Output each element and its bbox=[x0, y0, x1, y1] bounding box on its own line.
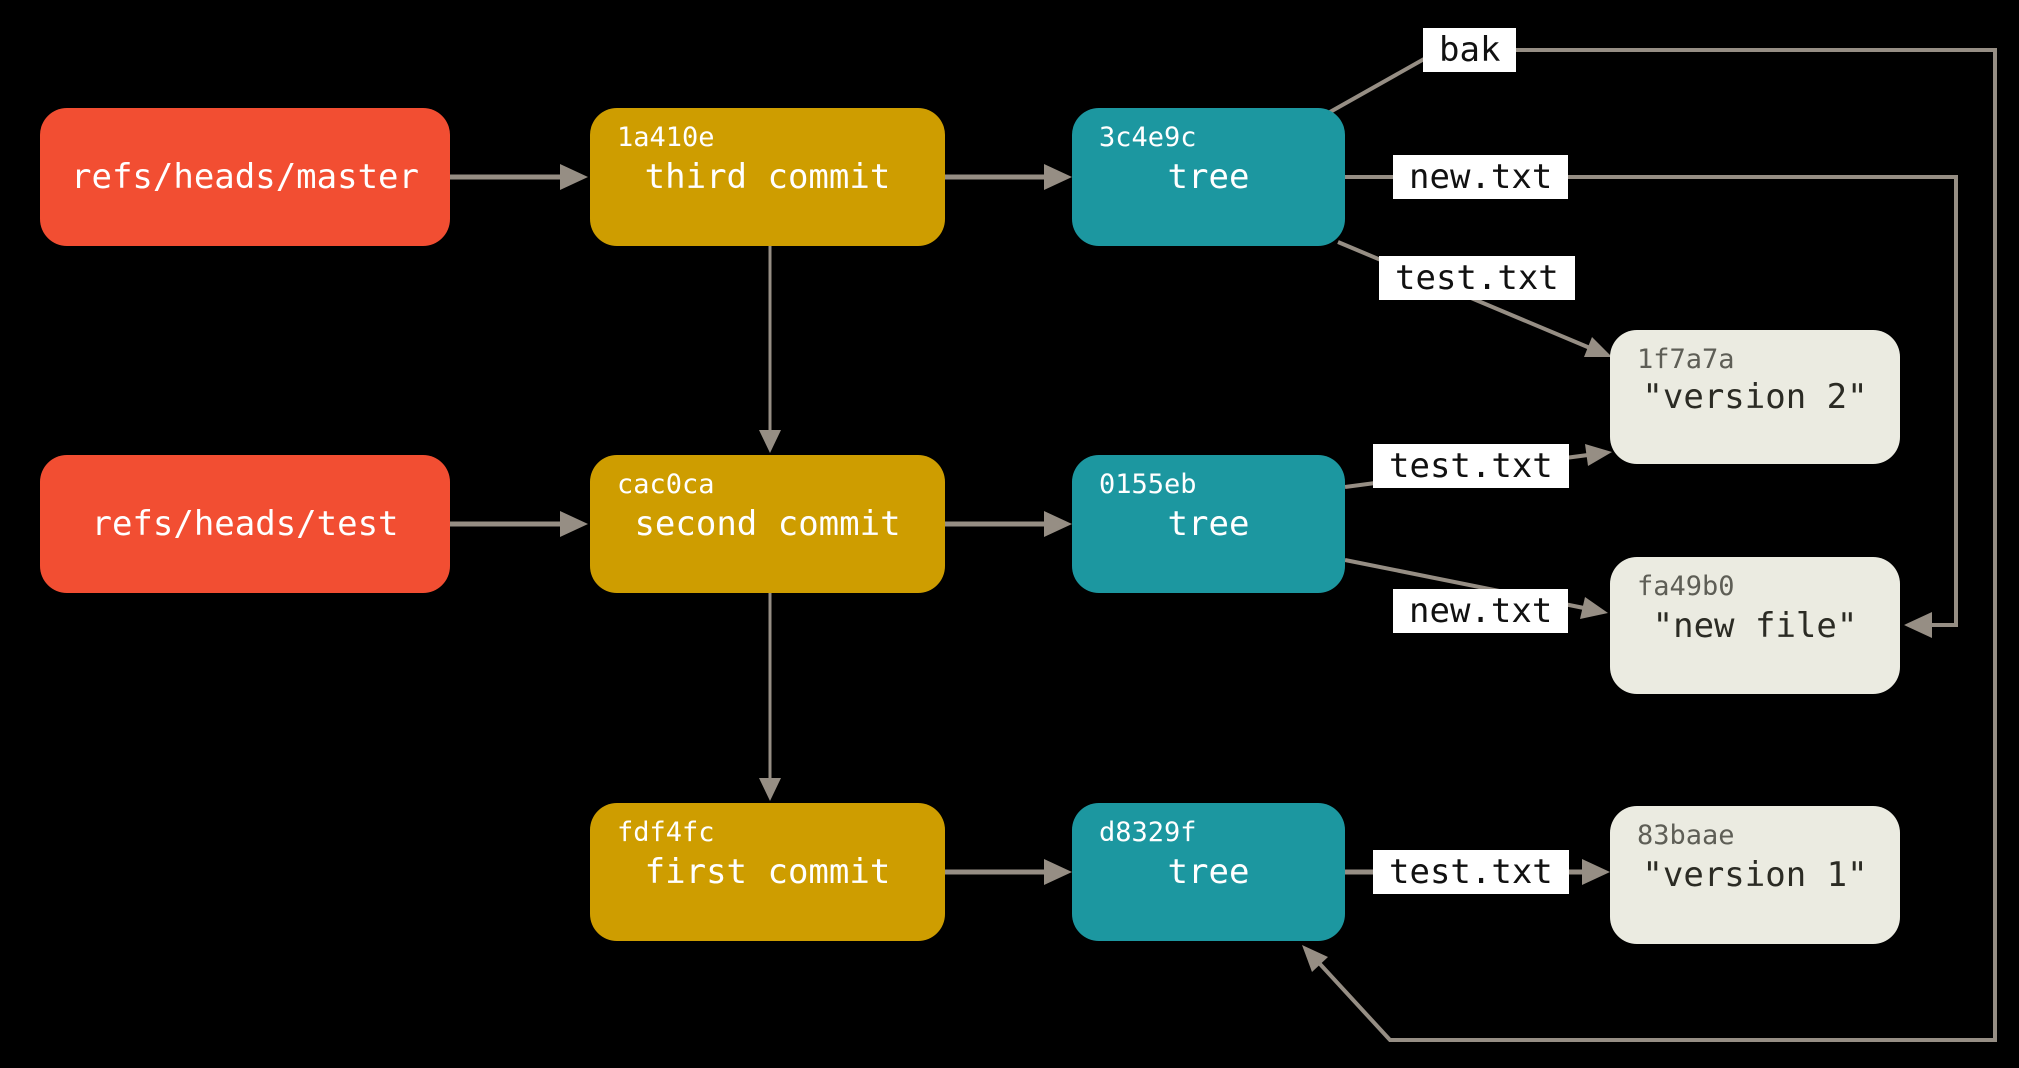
commit-box-second: cac0ca second commit bbox=[590, 455, 945, 593]
blob-version1-hash: 83baae bbox=[1637, 820, 1735, 851]
file-label-newtxt-1: new.txt bbox=[1393, 155, 1569, 199]
commit-third-label: third commit bbox=[644, 157, 891, 197]
commit-second-hash: cac0ca bbox=[617, 469, 715, 500]
ref-box-master: refs/heads/master bbox=[40, 108, 450, 246]
tree1-hash: 3c4e9c bbox=[1099, 122, 1197, 153]
arrow-test-to-second-commit bbox=[450, 511, 588, 537]
arrow-tree1-bak-to-tree3 bbox=[1302, 48, 1997, 1042]
arrow-second-commit-to-tree2 bbox=[945, 511, 1072, 537]
commit-first-hash: fdf4fc bbox=[617, 817, 715, 848]
tree1-label: tree bbox=[1167, 157, 1250, 197]
arrow-second-to-first-parent bbox=[759, 593, 781, 801]
commit-second-label: second commit bbox=[634, 504, 901, 544]
file-label-testtxt-1: test.txt bbox=[1379, 256, 1575, 300]
ref-box-test: refs/heads/test bbox=[40, 455, 450, 593]
tree3-hash: d8329f bbox=[1099, 817, 1197, 848]
tree-box-0155eb: 0155eb tree bbox=[1072, 455, 1345, 593]
tree-box-d8329f: d8329f tree bbox=[1072, 803, 1345, 941]
blob-box-version2: 1f7a7a "version 2" bbox=[1610, 330, 1900, 464]
commit-third-hash: 1a410e bbox=[617, 122, 715, 153]
arrow-third-to-second-parent bbox=[759, 246, 781, 453]
blob-version2-content: "version 2" bbox=[1642, 377, 1868, 417]
blob-newfile-hash: fa49b0 bbox=[1637, 571, 1735, 602]
ref-test-label: refs/heads/test bbox=[91, 504, 399, 544]
tree2-hash: 0155eb bbox=[1099, 469, 1197, 500]
tree3-label: tree bbox=[1167, 852, 1250, 892]
arrow-tree1-newtxt-to-blob-newfile bbox=[1345, 175, 1958, 638]
blob-newfile-content: "new file" bbox=[1652, 605, 1858, 646]
arrow-first-commit-to-tree3 bbox=[945, 859, 1072, 885]
blob-version1-content: "version 1" bbox=[1642, 855, 1868, 895]
tree-box-3c4e9c: 3c4e9c tree bbox=[1072, 108, 1345, 246]
file-label-bak: bak bbox=[1423, 28, 1517, 72]
file-label-testtxt-3: test.txt bbox=[1373, 850, 1569, 894]
arrow-third-commit-to-tree1 bbox=[945, 164, 1072, 190]
ref-master-label: refs/heads/master bbox=[71, 157, 419, 197]
commit-box-third: 1a410e third commit bbox=[590, 108, 945, 246]
tree2-label: tree bbox=[1167, 504, 1250, 544]
file-label-testtxt-2: test.txt bbox=[1373, 444, 1569, 488]
commit-first-label: first commit bbox=[644, 852, 891, 892]
file-label-newtxt-2: new.txt bbox=[1393, 589, 1569, 633]
commit-box-first: fdf4fc first commit bbox=[590, 803, 945, 941]
blob-version2-hash: 1f7a7a bbox=[1637, 344, 1735, 375]
blob-box-version1: 83baae "version 1" bbox=[1610, 806, 1900, 944]
blob-box-newfile: fa49b0 "new file" bbox=[1610, 557, 1900, 694]
arrow-master-to-third-commit bbox=[450, 164, 588, 190]
